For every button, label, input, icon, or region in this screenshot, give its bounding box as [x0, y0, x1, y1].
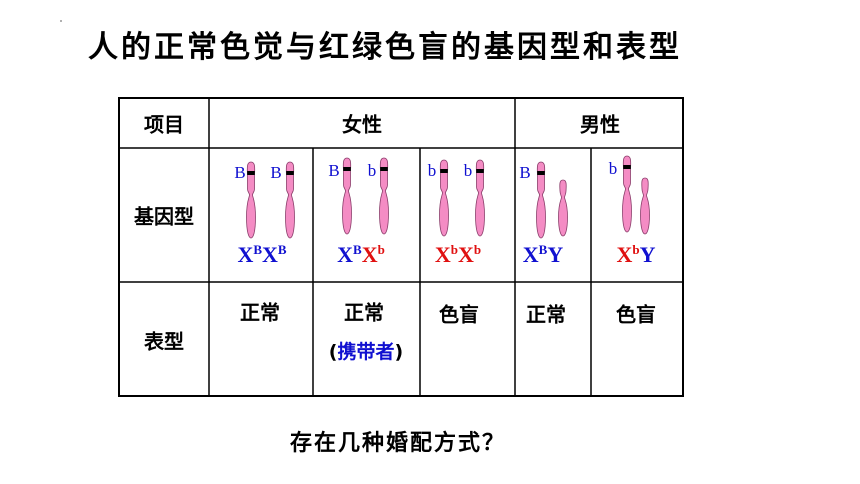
allele-label: B	[519, 163, 531, 182]
row-label-item: 项目	[144, 112, 184, 137]
x-chromosome	[536, 161, 546, 239]
y-chromosome	[558, 179, 568, 237]
phenotype-value: 正常	[526, 302, 566, 327]
table-grid	[118, 97, 684, 397]
allele-label: b	[367, 161, 377, 180]
row-label-genotype: 基因型	[134, 204, 194, 229]
x-chromosome	[475, 159, 485, 237]
carrier-note: (携带者)	[328, 341, 404, 363]
allele-label: b	[427, 161, 437, 180]
row-label-phenotype: 表型	[144, 329, 184, 354]
genotype-label: XbY	[616, 242, 656, 267]
x-chromosome	[246, 161, 256, 239]
x-chromosome	[342, 157, 352, 235]
phenotype-value: 色盲	[439, 302, 479, 327]
y-chromosome	[640, 177, 650, 235]
genotype-label: XBXb	[337, 242, 385, 267]
page-title: 人的正常色觉与红绿色盲的基因型和表型	[88, 30, 682, 65]
x-chromosome	[379, 157, 389, 235]
genotype-phenotype-table: 项目 女性 男性 基因型 表型 B B XBXB 正常 B b XBXb 正常 …	[118, 97, 684, 397]
x-chromosome	[622, 155, 632, 233]
phenotype-value: 正常	[344, 300, 384, 325]
phenotype-value: 正常	[240, 300, 280, 325]
question-text: 存在几种婚配方式？	[290, 431, 507, 456]
x-chromosome	[285, 161, 295, 239]
genotype-label: XbXb	[434, 242, 482, 267]
x-chromosome	[439, 159, 449, 237]
allele-label: B	[234, 163, 246, 182]
header-male: 男性	[580, 112, 620, 137]
allele-label: b	[463, 161, 473, 180]
genotype-label: XBXB	[237, 242, 287, 267]
allele-label: B	[328, 161, 340, 180]
decorative-dot	[60, 20, 62, 22]
allele-label: b	[608, 159, 618, 178]
allele-label: B	[270, 163, 282, 182]
header-female: 女性	[342, 112, 382, 137]
genotype-label: XBY	[522, 242, 564, 267]
phenotype-value: 色盲	[616, 302, 656, 327]
